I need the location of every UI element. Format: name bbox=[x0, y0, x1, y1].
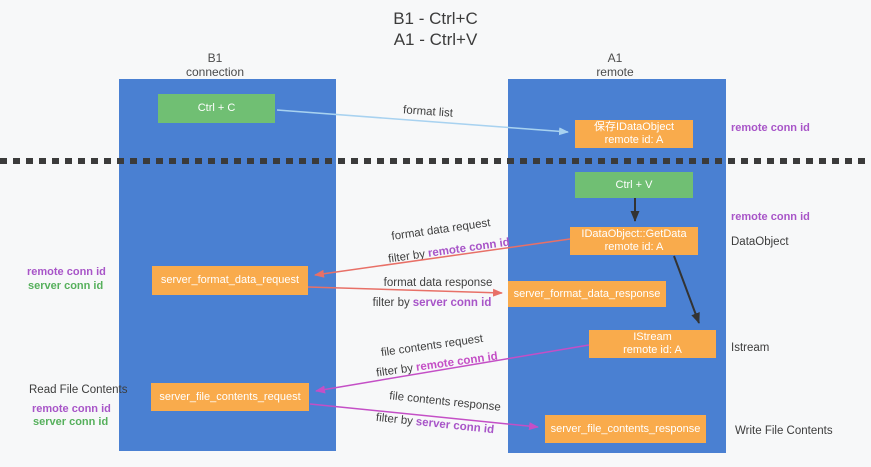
format-list-text: format list bbox=[402, 104, 454, 120]
read-file-contents-label: Read File Contents bbox=[29, 384, 127, 396]
remote-conn-id-text: remote conn id bbox=[427, 236, 511, 260]
istream-side-label: Istream bbox=[731, 342, 769, 354]
getdata-line2: remote id: A bbox=[604, 241, 664, 253]
istream-box: IStream remote id: A bbox=[589, 330, 716, 358]
dataobject-text: DataObject bbox=[731, 236, 789, 248]
save-idataobject-box: 保存IDataObject remote id: A bbox=[575, 120, 693, 148]
server-conn-id-text: server conn id bbox=[33, 416, 109, 428]
left-server-conn-id-label-2: server conn id bbox=[33, 416, 108, 428]
lane-header-a1: A1 remote bbox=[555, 51, 675, 79]
remote-conn-id-text: remote conn id bbox=[731, 211, 810, 223]
format-list-label: format list bbox=[403, 104, 454, 119]
server-conn-id-text: server conn id bbox=[412, 297, 492, 309]
right-remote-conn-id-label-1: remote conn id bbox=[731, 122, 810, 134]
istream-text: Istream bbox=[731, 342, 770, 354]
remote-conn-id-text: remote conn id bbox=[415, 350, 499, 374]
ctrl-v-label: Ctrl + V bbox=[615, 178, 653, 191]
server-file-contents-request-label: server_file_contents_request bbox=[159, 390, 301, 403]
dataobject-label: DataObject bbox=[731, 236, 789, 248]
getdata-line1: IDataObject::GetData bbox=[581, 228, 687, 240]
write-file-contents-label: Write File Contents bbox=[735, 425, 833, 437]
format-data-response-label: format data response bbox=[384, 277, 493, 289]
format-data-request-label: format data request bbox=[391, 217, 491, 243]
server-file-contents-response-box: server_file_contents_response bbox=[545, 415, 706, 443]
filter-by-text: filter by bbox=[375, 362, 414, 380]
lane-b1-role: connection bbox=[185, 65, 245, 79]
filter-by-text: filter by bbox=[387, 248, 426, 266]
format-data-request-text: format data request bbox=[390, 217, 492, 243]
remote-conn-id-text: remote conn id bbox=[731, 122, 810, 134]
server-format-data-request-box: server_format_data_request bbox=[152, 266, 308, 295]
file-contents-response-label: file contents response bbox=[389, 390, 502, 414]
file-contents-response-text: file contents response bbox=[388, 390, 502, 414]
filter-by-text: filter by bbox=[372, 297, 410, 309]
ctrl-c-box: Ctrl + C bbox=[158, 94, 275, 123]
title-line-1: B1 - Ctrl+C bbox=[393, 9, 478, 28]
filter-by-text: filter by bbox=[375, 411, 414, 428]
lane-a1-role: remote bbox=[596, 65, 634, 79]
lane-b1-name: B1 bbox=[207, 51, 223, 65]
remote-conn-id-text: remote conn id bbox=[27, 266, 106, 278]
server-file-contents-response-label: server_file_contents_response bbox=[550, 422, 701, 435]
right-remote-conn-id-label-2: remote conn id bbox=[731, 211, 810, 223]
istream-line2: remote id: A bbox=[623, 344, 682, 356]
remote-conn-id-text: remote conn id bbox=[32, 403, 111, 415]
server-conn-id-text: server conn id bbox=[28, 280, 104, 292]
left-remote-conn-id-label-1: remote conn id bbox=[27, 266, 106, 278]
read-file-contents-text: Read File Contents bbox=[29, 384, 128, 396]
left-remote-conn-id-label-2: remote conn id bbox=[32, 403, 111, 415]
server-conn-id-text: server conn id bbox=[415, 416, 495, 437]
format-data-response-text: format data response bbox=[383, 277, 493, 289]
save-idataobject-line1: 保存IDataObject bbox=[593, 121, 675, 133]
diagram-title: B1 - Ctrl+C A1 - Ctrl+V bbox=[0, 8, 871, 50]
ctrl-c-label: Ctrl + C bbox=[197, 102, 236, 114]
server-format-data-response-box: server_format_data_response bbox=[508, 281, 666, 307]
ctrl-v-box: Ctrl + V bbox=[575, 172, 693, 198]
idataobject-getdata-box: IDataObject::GetData remote id: A bbox=[570, 227, 698, 255]
title-line-2: A1 - Ctrl+V bbox=[393, 30, 478, 49]
lane-header-b1: B1 connection bbox=[155, 51, 275, 79]
server-file-contents-request-box: server_file_contents_request bbox=[151, 383, 309, 411]
server-format-data-response-label: server_format_data_response bbox=[513, 287, 661, 300]
save-idataobject-line2: remote id: A bbox=[604, 134, 664, 146]
server-format-data-request-label: server_format_data_request bbox=[160, 274, 300, 286]
lane-a1-name: A1 bbox=[607, 51, 623, 65]
istream-line1: IStream bbox=[633, 331, 672, 343]
write-file-contents-text: Write File Contents bbox=[735, 425, 833, 437]
left-server-conn-id-label-1: server conn id bbox=[28, 280, 103, 292]
